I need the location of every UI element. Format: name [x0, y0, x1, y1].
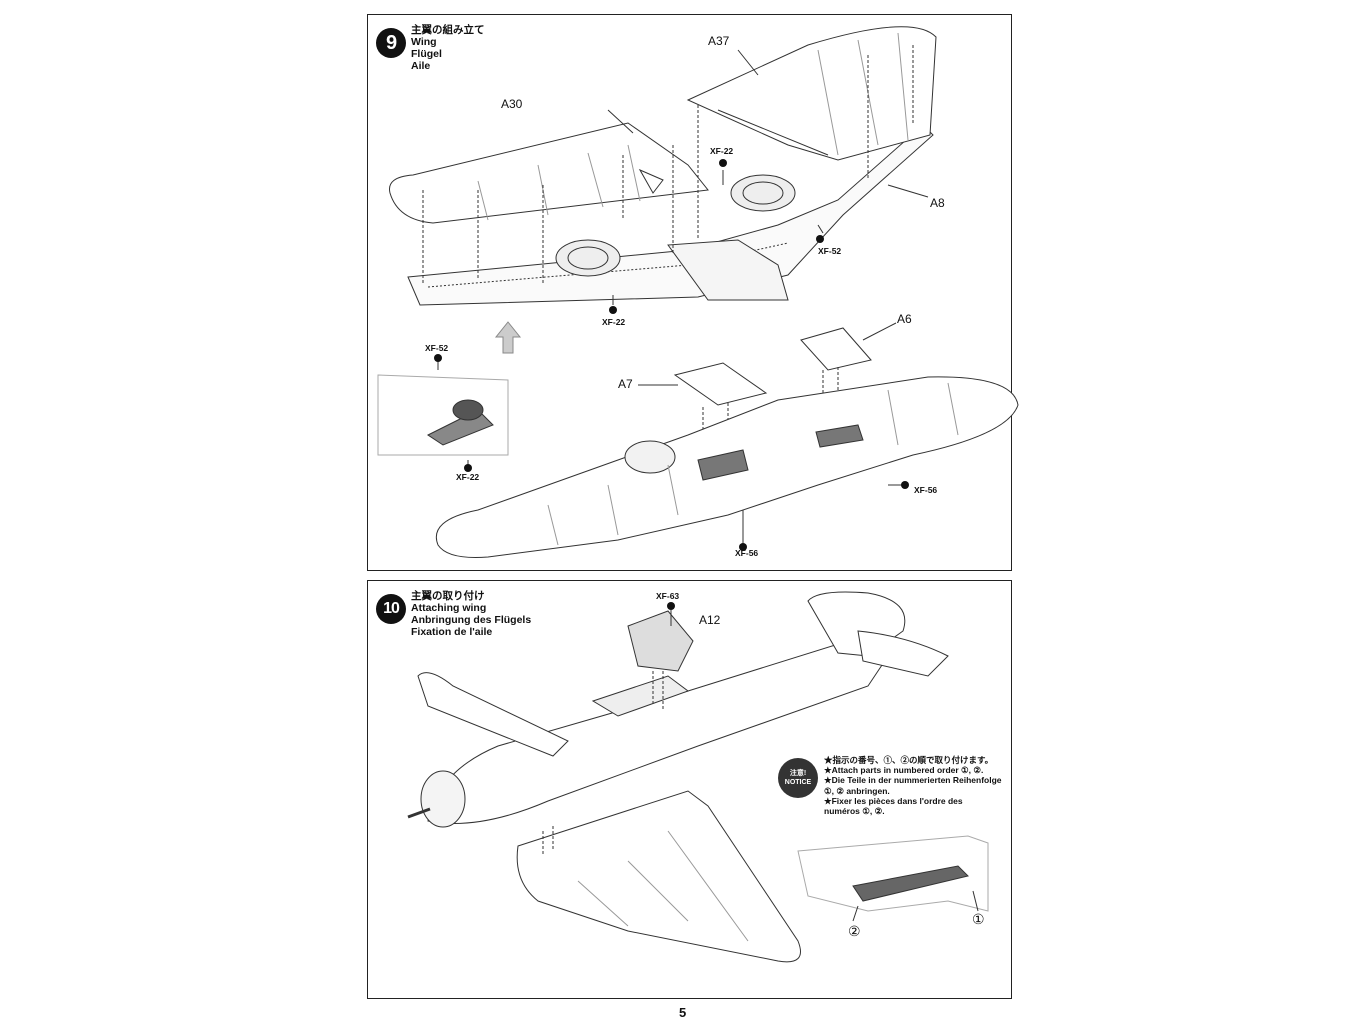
- notice-line: ①, ② anbringen.: [824, 785, 890, 796]
- step-title-jp: 主翼の組み立て: [411, 24, 485, 36]
- part-label-a37: A37: [708, 34, 730, 48]
- notice-text: ★指示の番号、①、②の順で取り付けます。 ★Attach parts in nu…: [824, 755, 1004, 816]
- part-label-a12: A12: [699, 613, 721, 627]
- step-9-panel: 9 主翼の組み立て Wing Flügel Aile: [367, 14, 1019, 571]
- part-label-a6: A6: [897, 312, 912, 326]
- step-title-fr: Aile: [411, 60, 431, 72]
- step-title-de: Flügel: [411, 48, 442, 60]
- step-title-en: Wing: [411, 36, 437, 48]
- step-10-panel: 10 主翼の取り付け Attaching wing Anbringung des…: [367, 580, 1012, 999]
- notice-line: ★指示の番号、①、②の順で取り付けます。: [824, 755, 994, 765]
- page-number: 5: [679, 1005, 687, 1020]
- order-marker-1: ①: [972, 911, 985, 927]
- part-label-a30: A30: [501, 97, 523, 111]
- paint-label-xf52-right: XF-52: [818, 246, 842, 256]
- step-title-en: Attaching wing: [411, 602, 487, 614]
- step-number-badge: 9: [376, 28, 406, 58]
- paint-label-xf22-bottom: XF-22: [602, 317, 626, 327]
- step-title-jp: 主翼の取り付け: [411, 590, 485, 602]
- part-label-a8: A8: [930, 196, 945, 210]
- step-title-fr: Fixation de l'aile: [411, 626, 493, 638]
- notice-icon-en: NOTICE: [784, 779, 812, 786]
- paint-label-xf56-bottom: XF-56: [735, 548, 759, 558]
- paint-label-xf52-inset: XF-52: [425, 343, 449, 353]
- notice-line: numéros ①, ②.: [824, 806, 885, 817]
- step-title-block: 主翼の組み立て Wing Flügel Aile: [411, 24, 485, 72]
- notice-line: ★Die Teile in der nummerierten Reihenfol…: [824, 775, 1002, 786]
- aircraft-wing-attach-drawing: [407, 591, 989, 963]
- notice-icon: 注意! NOTICE: [778, 758, 818, 798]
- step-title-block: 主翼の取り付け Attaching wing Anbringung des Fl…: [411, 590, 531, 638]
- paint-label-xf63: XF-63: [656, 591, 680, 601]
- step-number-badge: 10: [376, 594, 406, 624]
- paint-label-xf22-inset: XF-22: [456, 472, 480, 482]
- notice-icon-jp: 注意!: [789, 770, 807, 777]
- paint-label-xf22-top: XF-22: [710, 146, 734, 156]
- notice-line: ★Attach parts in numbered order ①, ②.: [824, 765, 984, 776]
- paint-label-xf56-right: XF-56: [914, 485, 938, 495]
- order-marker-2: ②: [848, 923, 861, 939]
- wing-assembly-drawing: [377, 26, 1019, 558]
- step-title-de: Anbringung des Flügels: [411, 614, 532, 626]
- notice-line: ★Fixer les pièces dans l'ordre des: [824, 795, 963, 806]
- part-label-a7: A7: [618, 377, 633, 391]
